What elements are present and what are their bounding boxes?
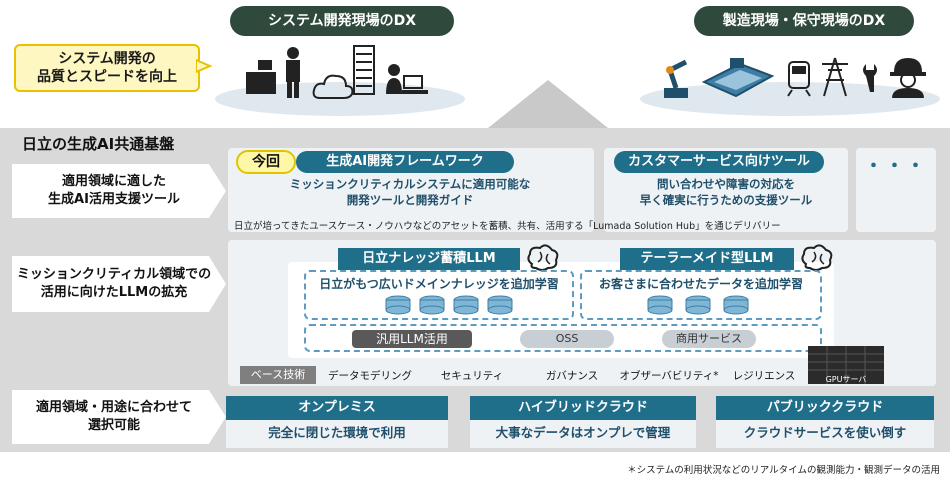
train-icon [787, 61, 811, 97]
base-item-observability: オブザーバビリティ* [619, 370, 719, 382]
general-llm-label: 汎用LLM活用 [352, 330, 472, 348]
cloud-icon [312, 74, 354, 99]
genai-framework-title: 生成AI開発フレームワーク [296, 151, 514, 173]
callout-line1: システム開発の [58, 51, 156, 67]
tailormade-llm-desc: お客さまに合わせたデータを追加学習 [598, 277, 803, 291]
base-item-data-modeling: データモデリング [328, 370, 412, 382]
row2-label-line2: 活用に向けたLLMの拡充 [40, 285, 188, 300]
general-llm-box [304, 324, 822, 352]
base-item-security: セキュリティ [440, 370, 504, 382]
gpu-server-label: GPUサーバ [825, 375, 867, 384]
brain-icon [801, 244, 833, 271]
tailormade-llm-title: テーラーメイド型LLM [620, 248, 794, 270]
foundation-title: 日立の生成AI共通基盤 [22, 135, 175, 153]
power-tower-icon [822, 57, 848, 97]
genai-framework-desc-line2: 開発ツールと開発ガイド [346, 193, 474, 207]
commercial-service-label: 商用サービス [662, 330, 756, 348]
now-badge: 今回 [236, 150, 296, 174]
base-item-resilience: レジリエンス [732, 370, 796, 382]
tailormade-llm-box [580, 270, 822, 320]
worker-icon [286, 47, 300, 98]
more-tools-card [856, 148, 936, 232]
knowledge-llm-title: 日立ナレッジ蓄積LLM [338, 248, 520, 270]
top-left-badge: システム開発現場のDX [230, 6, 454, 36]
genai-framework-desc: ミッションクリティカルシステムに適用可能な 開発ツールと開発ガイド [240, 176, 580, 208]
knowledge-llm-box [304, 270, 574, 320]
quality-speed-callout: システム開発の 品質とスピードを向上 [14, 44, 200, 92]
row1-label: 適用領域に適した 生成AI活用支援ツール [12, 164, 226, 218]
row3-label-line2: 選択可能 [87, 418, 140, 433]
row3-label-line1: 適用領域・用途に合わせて [35, 400, 192, 415]
brain-icon [527, 244, 559, 271]
cashier-icon [246, 60, 276, 94]
robot-arm-icon [664, 59, 688, 98]
public-cloud-title: パブリッククラウド [716, 396, 934, 420]
row3-label: 適用領域・用途に合わせて 選択可能 [12, 390, 226, 444]
customer-service-desc-line2: 早く確実に行うための支援ツール [639, 193, 813, 207]
row1-label-line1: 適用領域に適した [61, 174, 166, 189]
customer-service-desc: 問い合わせや障害の対応を 早く確実に行うための支援ツール [608, 176, 844, 208]
up-arrow-icon [478, 80, 618, 136]
row2-label-line1: ミッションクリティカル領域での [16, 267, 212, 282]
database-icon [647, 295, 749, 315]
knowledge-llm-desc: 日立がもつ広いドメインナレッジを追加学習 [319, 277, 559, 291]
genai-framework-desc-line1: ミッションクリティカルシステムに適用可能な [289, 177, 531, 191]
onpremise-desc: 完全に閉じた環境で利用 [226, 420, 448, 448]
server-rack-icon [353, 45, 375, 95]
public-cloud-desc: クラウドサービスを使い倒す [716, 420, 934, 448]
factory-line-icon [701, 58, 775, 98]
helmet-worker-icon [890, 58, 926, 98]
database-icon [385, 295, 513, 315]
footnote: ＊システムの利用状況などのリアルタイムの観測能力・観測データの活用 [627, 465, 940, 476]
callout-line2: 品質とスピードを向上 [37, 69, 177, 85]
base-tech-label: ベース技術 [240, 366, 316, 384]
lumada-note: 日立が培ってきたユースケース・ノウハウなどのアセットを蓄積、共有、活用する「Lu… [234, 221, 781, 232]
hybrid-cloud-title: ハイブリッドクラウド [470, 396, 696, 420]
hybrid-cloud-desc: 大事なデータはオンプレで管理 [470, 420, 696, 448]
oss-label: OSS [520, 330, 614, 348]
more-tools-dots: ・・・ [864, 156, 928, 177]
top-right-badge: 製造現場・保守現場のDX [694, 6, 914, 36]
row1-label-line2: 生成AI活用支援ツール [48, 192, 180, 207]
callout-tail-icon [196, 58, 212, 74]
gpu-server-icon [808, 346, 884, 384]
onpremise-title: オンプレミス [226, 396, 448, 420]
row2-label: ミッションクリティカル領域での 活用に向けたLLMの拡充 [12, 256, 226, 312]
laptop-user-icon [386, 64, 428, 94]
customer-service-desc-line1: 問い合わせや障害の対応を [657, 177, 795, 191]
base-item-governance: ガバナンス [545, 370, 599, 382]
wrench-icon [863, 64, 877, 92]
customer-service-title: カスタマーサービス向けツール [614, 151, 824, 173]
